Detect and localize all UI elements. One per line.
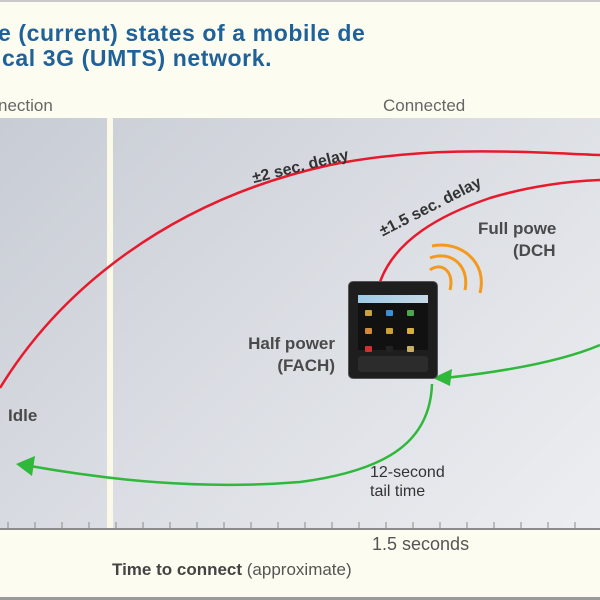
- top-border: [0, 0, 600, 2]
- outer-red-arc: [0, 150, 600, 389]
- green-arrow-to-fach: [444, 343, 600, 380]
- inner-red-arc: [378, 178, 600, 283]
- diagram-panel: [0, 118, 600, 528]
- bottom-border: [0, 597, 600, 600]
- axis-tick-label: 1.5 seconds: [372, 534, 470, 554]
- time-axis: [0, 528, 600, 530]
- idle-label: Idle: [8, 406, 38, 425]
- title-line-2: cal 3G (UMTS) network.: [2, 45, 273, 71]
- section-divider: [107, 118, 113, 528]
- tail-time-label: 12-second tail time: [370, 464, 445, 500]
- axis-title: Time to connect (approximate): [112, 560, 352, 579]
- section-connected: Connected: [383, 96, 466, 115]
- title-line-1: e (current) states of a mobile de: [0, 20, 366, 46]
- half-power-label: Half power (FACH): [248, 334, 335, 375]
- full-power-label: Full powe (DCH: [478, 219, 557, 260]
- green-arrowhead-fach: [433, 369, 452, 386]
- green-arrow-to-idle: [29, 383, 434, 487]
- signal-waves-icon: [429, 243, 483, 294]
- axis-ticks: [7, 522, 576, 528]
- green-arrowhead-idle: [16, 456, 35, 476]
- section-no-connection: nection: [0, 96, 53, 115]
- mobile-phone-image: [348, 281, 438, 379]
